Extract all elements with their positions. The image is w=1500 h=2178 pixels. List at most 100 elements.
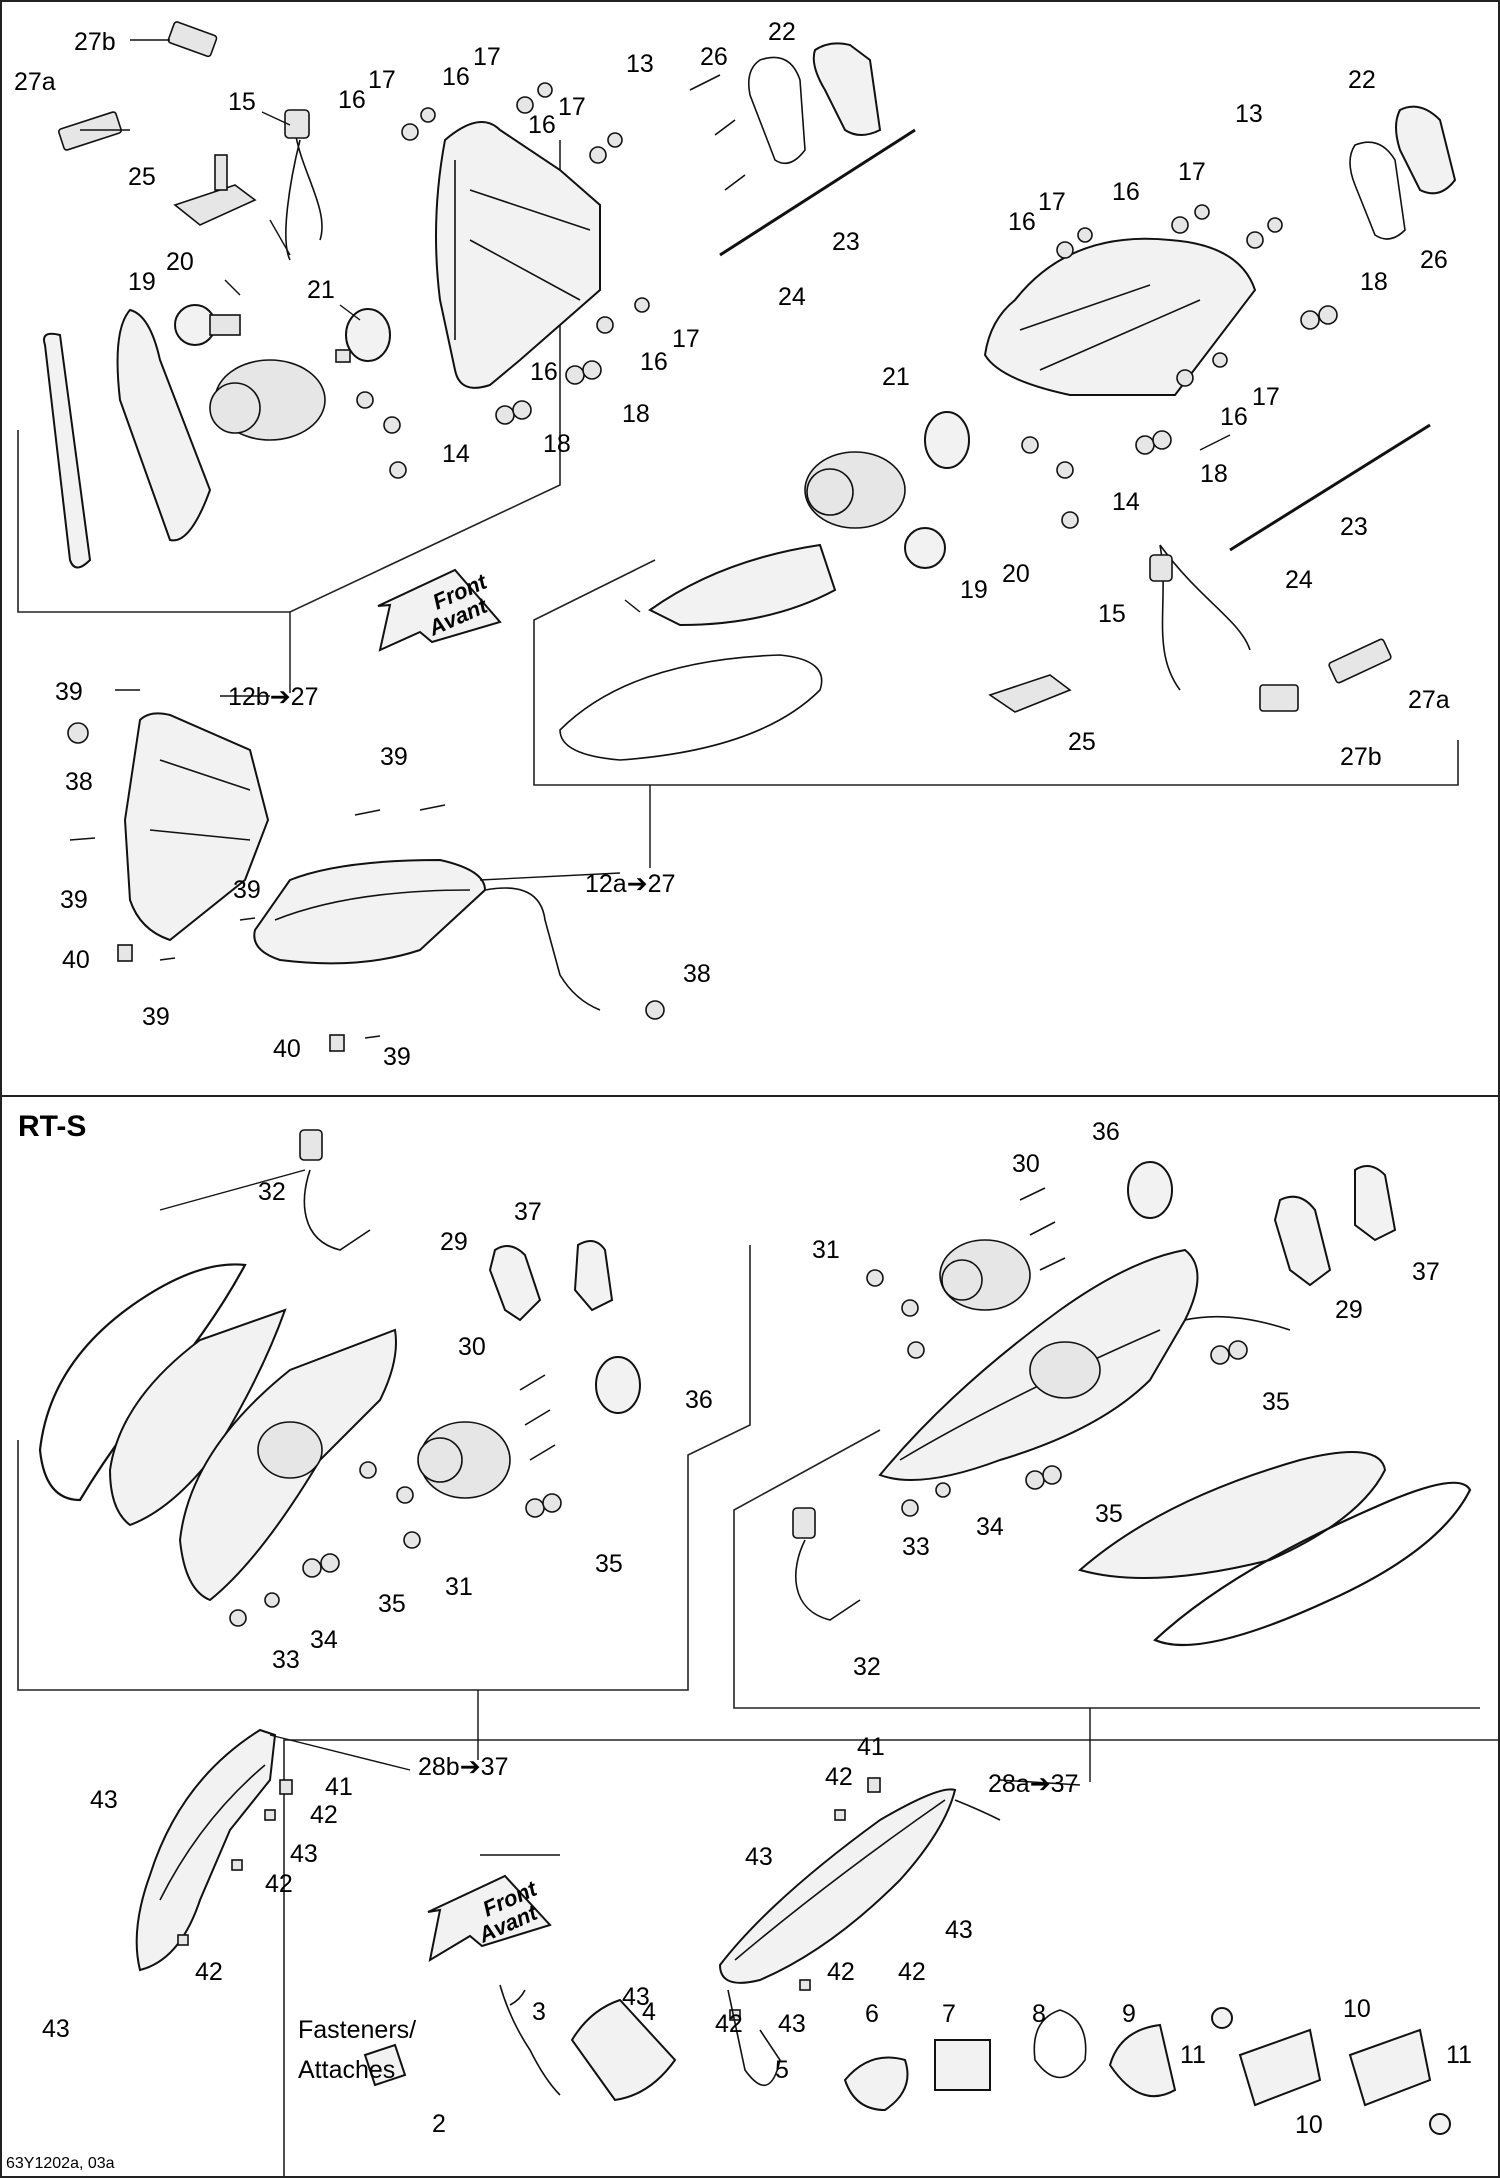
callout-label: 33 (272, 1646, 300, 1674)
callout-label: 37 (514, 1198, 542, 1226)
rt-right-exploded-parts (559, 105, 1457, 761)
callout-label: 15 (228, 88, 256, 116)
callout-label: 42 (195, 1958, 223, 1986)
callout-label: 35 (378, 1590, 406, 1618)
callout-label: 16 (640, 348, 668, 376)
fasteners-title-line1: Fasteners/ (298, 2016, 416, 2044)
callout-label: 40 (62, 946, 90, 974)
callout-label: 42 (715, 2010, 743, 2038)
callout-label: 38 (65, 768, 93, 796)
rts-assemblies (135, 1728, 1001, 2021)
rts-left-detail-frame (17, 1245, 751, 1691)
callout-label: 39 (55, 678, 83, 706)
callout-label: 31 (445, 1573, 473, 1601)
callout-label: 35 (595, 1550, 623, 1578)
figure-code: 63Y1202a, 03a (6, 2155, 115, 2172)
callout-label: 13 (1235, 100, 1263, 128)
callout-label: 23 (832, 228, 860, 256)
callout-28b: 28b➔37 (418, 1753, 508, 1781)
fasteners-title-line2: Attaches (298, 2056, 395, 2084)
callout-label: 22 (1348, 66, 1376, 94)
callout-label: 26 (1420, 246, 1448, 274)
callout-label: 21 (307, 276, 335, 304)
callout-label: 16 (1112, 178, 1140, 206)
callout-label: 30 (458, 1333, 486, 1361)
callout-label: 43 (290, 1840, 318, 1868)
callout-label: 18 (543, 430, 571, 458)
callout-12b: 12b➔27 (228, 683, 318, 711)
callout-label: 11 (1180, 2041, 1206, 2069)
rts-right-callouts: 36 30 31 29 37 35 33 34 35 32 (812, 1118, 1440, 1681)
callout-label: 41 (857, 1733, 885, 1761)
rt-assembly-callouts: 39 38 39 39 39 40 39 38 40 39 (55, 678, 711, 1071)
callout-label: 32 (258, 1178, 286, 1206)
callout-label: 17 (1178, 158, 1206, 186)
front-direction-arrow-top: Front Avant (377, 568, 502, 652)
callout-label: 10 (1343, 1995, 1371, 2023)
callout-label: 19 (128, 268, 156, 296)
callout-label: 18 (1200, 460, 1228, 488)
callout-label: 29 (1335, 1296, 1363, 1324)
rt-assembly (67, 689, 665, 1052)
callout-label: 22 (768, 18, 796, 46)
callout-label: 27b (1340, 743, 1382, 771)
callout-label: 20 (166, 248, 194, 276)
callout-label: 25 (128, 163, 156, 191)
callout-label: 19 (960, 576, 988, 604)
rt-right-detail-frame (533, 559, 1459, 786)
rt-right-callouts: 22 13 26 17 16 17 16 18 21 14 18 16 17 2… (882, 66, 1450, 771)
callout-label: 24 (778, 283, 806, 311)
rts-right-detail-frame (733, 1429, 1480, 1709)
rts-left-callouts: 32 37 29 30 36 35 31 35 34 33 (258, 1178, 713, 1674)
callout-label: 21 (882, 363, 910, 391)
callout-label: 25 (1068, 728, 1096, 756)
callout-label: 29 (440, 1228, 468, 1256)
callout-label: 39 (233, 876, 261, 904)
callout-label: 18 (1360, 268, 1388, 296)
callout-label: 16 (1008, 208, 1036, 236)
callout-label: 40 (273, 1035, 301, 1063)
callout-label: 43 (42, 2015, 70, 2043)
callout-label: 16 (1220, 403, 1248, 431)
fastener-icons (363, 1984, 1451, 2135)
callout-label: 30 (1012, 1150, 1040, 1178)
callout-label: 31 (812, 1236, 840, 1264)
callout-label: 17 (672, 325, 700, 353)
callout-label: 17 (368, 66, 396, 94)
callout-label: 32 (853, 1653, 881, 1681)
callout-label: 27a (14, 68, 56, 96)
callout-label: 5 (775, 2056, 789, 2084)
callout-label: 27a (1408, 686, 1450, 714)
callout-label: 3 (532, 1998, 546, 2026)
callout-label: 20 (1002, 560, 1030, 588)
callout-label: 17 (473, 43, 501, 71)
callout-label: 43 (945, 1916, 973, 1944)
callout-label: 43 (622, 1983, 650, 2011)
callout-label: 39 (142, 1003, 170, 1031)
callout-label: 23 (1340, 513, 1368, 541)
callout-label: 17 (1038, 188, 1066, 216)
callout-label: 16 (338, 86, 366, 114)
callout-12a: 12a➔27 (585, 870, 675, 898)
callout-28a: 28a➔37 (988, 1770, 1078, 1798)
callout-label: 34 (976, 1513, 1004, 1541)
callout-label: 42 (827, 1958, 855, 1986)
rts-right-exploded-parts (792, 1161, 1472, 1646)
front-direction-arrow-bottom: Front Avant (427, 1874, 552, 1963)
fastener-callouts: 2 3 4 5 6 7 8 9 11 10 10 11 (432, 1995, 1472, 2139)
callout-label: 39 (60, 886, 88, 914)
callout-label: 42 (310, 1801, 338, 1829)
callout-label: 16 (528, 111, 556, 139)
callout-label: 16 (442, 63, 470, 91)
callout-label: 24 (1285, 566, 1313, 594)
callout-label: 42 (898, 1958, 926, 1986)
callout-label: 4 (642, 1998, 656, 2026)
callout-label: 39 (383, 1043, 411, 1071)
callout-label: 14 (442, 440, 470, 468)
rts-section-title: RT-S (18, 1110, 86, 1143)
callout-label: 38 (683, 960, 711, 988)
callout-label: 39 (380, 743, 408, 771)
callout-label: 2 (432, 2110, 446, 2138)
